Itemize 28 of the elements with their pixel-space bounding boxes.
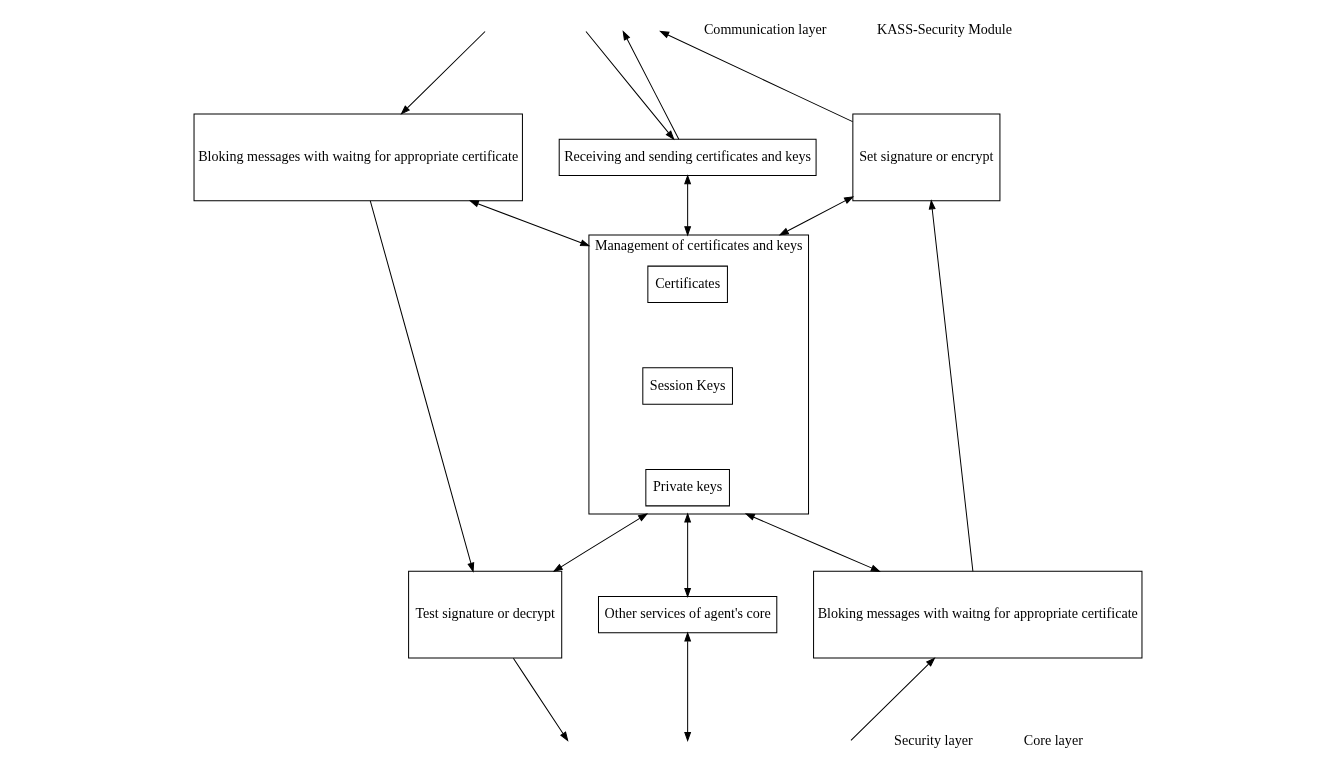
node-box: Session Keys: [641, 367, 733, 405]
arrow: [849, 657, 936, 741]
node-box: Bloking messages with waitng for appropriate certificate: [812, 570, 1142, 659]
node-box: Set signature or encrypt: [851, 113, 1000, 202]
node-box: Test signature or decrypt: [407, 570, 562, 659]
arrow: [683, 631, 691, 743]
label: Communication layer: [703, 21, 826, 38]
arrow: [778, 196, 854, 236]
arrow: [369, 200, 474, 573]
label: Core layer: [1023, 732, 1083, 749]
arrow: [584, 31, 675, 141]
label: Security layer: [893, 732, 973, 749]
arrow: [683, 174, 691, 237]
arrow: [658, 30, 853, 123]
node-box: Bloking messages with waitng for appropriate certificate: [193, 113, 523, 202]
arrow: [744, 513, 881, 572]
node-box: Certificates: [646, 265, 728, 303]
label: KASS-Security Module: [876, 21, 1012, 38]
arrow: [928, 199, 973, 572]
node-box: Receiving and sending certificates and keys: [558, 138, 817, 176]
arrow: [552, 513, 648, 572]
arrow: [512, 657, 569, 742]
node-box: Other services of agent's core: [597, 596, 777, 634]
arrow: [683, 512, 691, 598]
arrow: [468, 200, 590, 247]
arrow: [399, 31, 486, 115]
node-box: Private keys: [644, 469, 730, 507]
arrow: [622, 30, 679, 140]
